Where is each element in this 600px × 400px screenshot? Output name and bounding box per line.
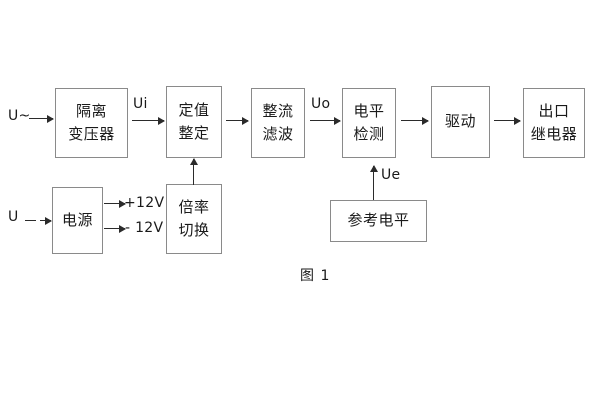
block-power-supply-line-1: 电源 [61, 210, 93, 229]
figure-caption: 图 1 [300, 268, 331, 284]
arrow-supply-negative [104, 228, 125, 230]
block-reference-level: 参考电平 [330, 200, 427, 242]
arrow-input-to-power-supply [40, 220, 51, 222]
signal-label-ue: Ue [381, 167, 401, 183]
block-setting-value-line-2: 整定 [178, 124, 210, 142]
block-power-supply: 电源 [52, 187, 103, 254]
supply-label-positive: +12V [124, 195, 165, 211]
signal-label-ui: Ui [133, 96, 148, 112]
block-output-relay-line-2: 继电器 [530, 125, 578, 143]
arrow-reference-level-to-level-detection [373, 166, 375, 200]
block-isolation-transformer-line-1: 隔离 [75, 101, 107, 120]
supply-label-negative: - 12V [125, 220, 164, 236]
arrow-supply-positive [104, 203, 125, 205]
arrow-setting-value-to-rectify-filter [226, 120, 248, 122]
block-level-detection-line-2: 检测 [353, 125, 385, 143]
block-setting-value-line-1: 定值 [178, 100, 210, 119]
block-output-relay: 出口 继电器 [523, 88, 585, 158]
input-label-u-ac: U~ [8, 108, 31, 124]
block-output-relay-line-1: 出口 [538, 101, 570, 120]
input-label-u-dc: U [8, 209, 19, 225]
block-setting-value: 定值 整定 [166, 86, 222, 158]
block-drive-line-1: 驱动 [444, 112, 476, 131]
block-rectify-filter-line-1: 整流 [262, 101, 294, 120]
block-isolation-transformer-line-2: 变压器 [68, 125, 115, 143]
block-isolation-transformer: 隔离 变压器 [55, 88, 128, 158]
arrow-level-detection-to-drive [401, 120, 428, 122]
arrow-drive-to-output-relay [494, 120, 520, 122]
block-drive: 驱动 [431, 86, 490, 158]
block-multiplier-switch-line-2: 切换 [178, 221, 210, 239]
block-reference-level-line-1: 参考电平 [347, 211, 410, 230]
block-rectify-filter: 整流 滤波 [251, 88, 305, 158]
arrow-input-to-isolation-transformer [29, 118, 53, 120]
block-multiplier-switch: 倍率 切换 [166, 184, 222, 254]
arrow-multiplier-switch-to-setting-value [193, 159, 195, 185]
arrow-rectify-filter-to-level-detection [310, 120, 340, 122]
dashed-input-segment-1 [25, 220, 36, 222]
signal-label-uo: Uo [311, 96, 331, 112]
block-level-detection-line-1: 电平 [353, 101, 385, 120]
block-rectify-filter-line-2: 滤波 [262, 125, 294, 143]
block-level-detection: 电平 检测 [342, 88, 396, 158]
block-multiplier-switch-line-1: 倍率 [178, 197, 210, 216]
arrow-isolation-transformer-to-setting-value [132, 120, 164, 122]
